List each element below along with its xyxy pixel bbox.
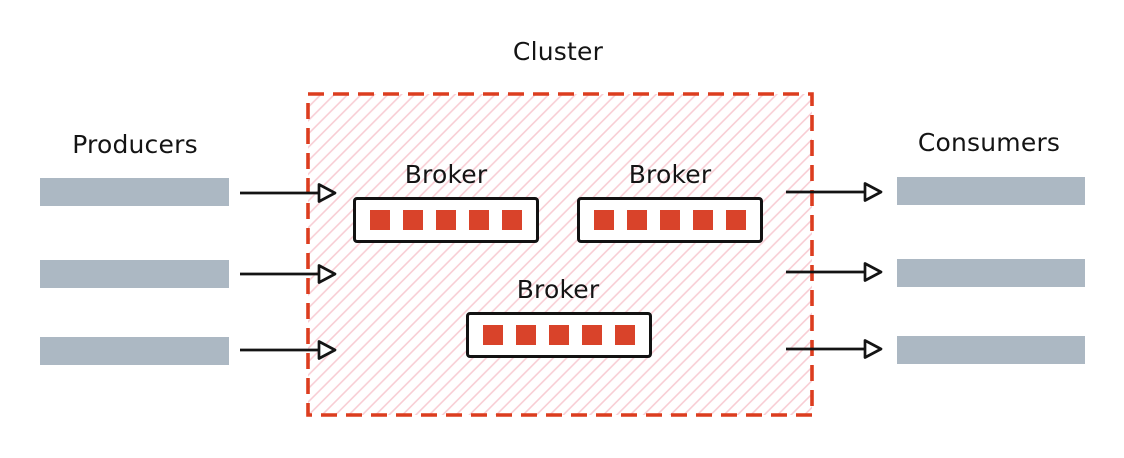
partition-square (483, 325, 503, 345)
partition-square (594, 210, 614, 230)
producer-bar (40, 337, 229, 365)
partition-square (403, 210, 423, 230)
partition-square (469, 210, 489, 230)
partition-square (726, 210, 746, 230)
consumer-bar (897, 336, 1085, 364)
consumers-label: Consumers (917, 128, 1061, 157)
arrow-head (317, 264, 337, 284)
arrow-head (863, 339, 883, 359)
arrow-head (863, 262, 883, 282)
producers-label: Producers (72, 130, 198, 159)
broker-box (353, 197, 539, 243)
producer-arrow-2 (240, 264, 337, 284)
broker-label: Broker (516, 275, 600, 304)
arrow-head (317, 183, 337, 203)
cluster-boundary (306, 92, 814, 417)
producer-arrow-3 (240, 340, 337, 360)
partition-square (502, 210, 522, 230)
broker-box (577, 197, 763, 243)
partition-square (693, 210, 713, 230)
consumer-arrow-3 (786, 339, 883, 359)
partition-square (370, 210, 390, 230)
consumer-bar (897, 177, 1085, 205)
broker-label: Broker (628, 160, 712, 189)
partition-square (627, 210, 647, 230)
partition-square (549, 325, 569, 345)
partition-square (436, 210, 456, 230)
partition-square (615, 325, 635, 345)
consumer-arrow-2 (786, 262, 883, 282)
cluster-title: Cluster (512, 37, 604, 66)
arrow-head (863, 182, 883, 202)
producer-bar (40, 260, 229, 288)
partition-square (582, 325, 602, 345)
arrow-head (317, 340, 337, 360)
consumer-arrow-1 (786, 182, 883, 202)
broker-box (466, 312, 652, 358)
partition-square (660, 210, 680, 230)
producer-arrow-1 (240, 183, 337, 203)
consumer-bar (897, 259, 1085, 287)
partition-square (516, 325, 536, 345)
broker-label: Broker (404, 160, 488, 189)
producer-bar (40, 178, 229, 206)
